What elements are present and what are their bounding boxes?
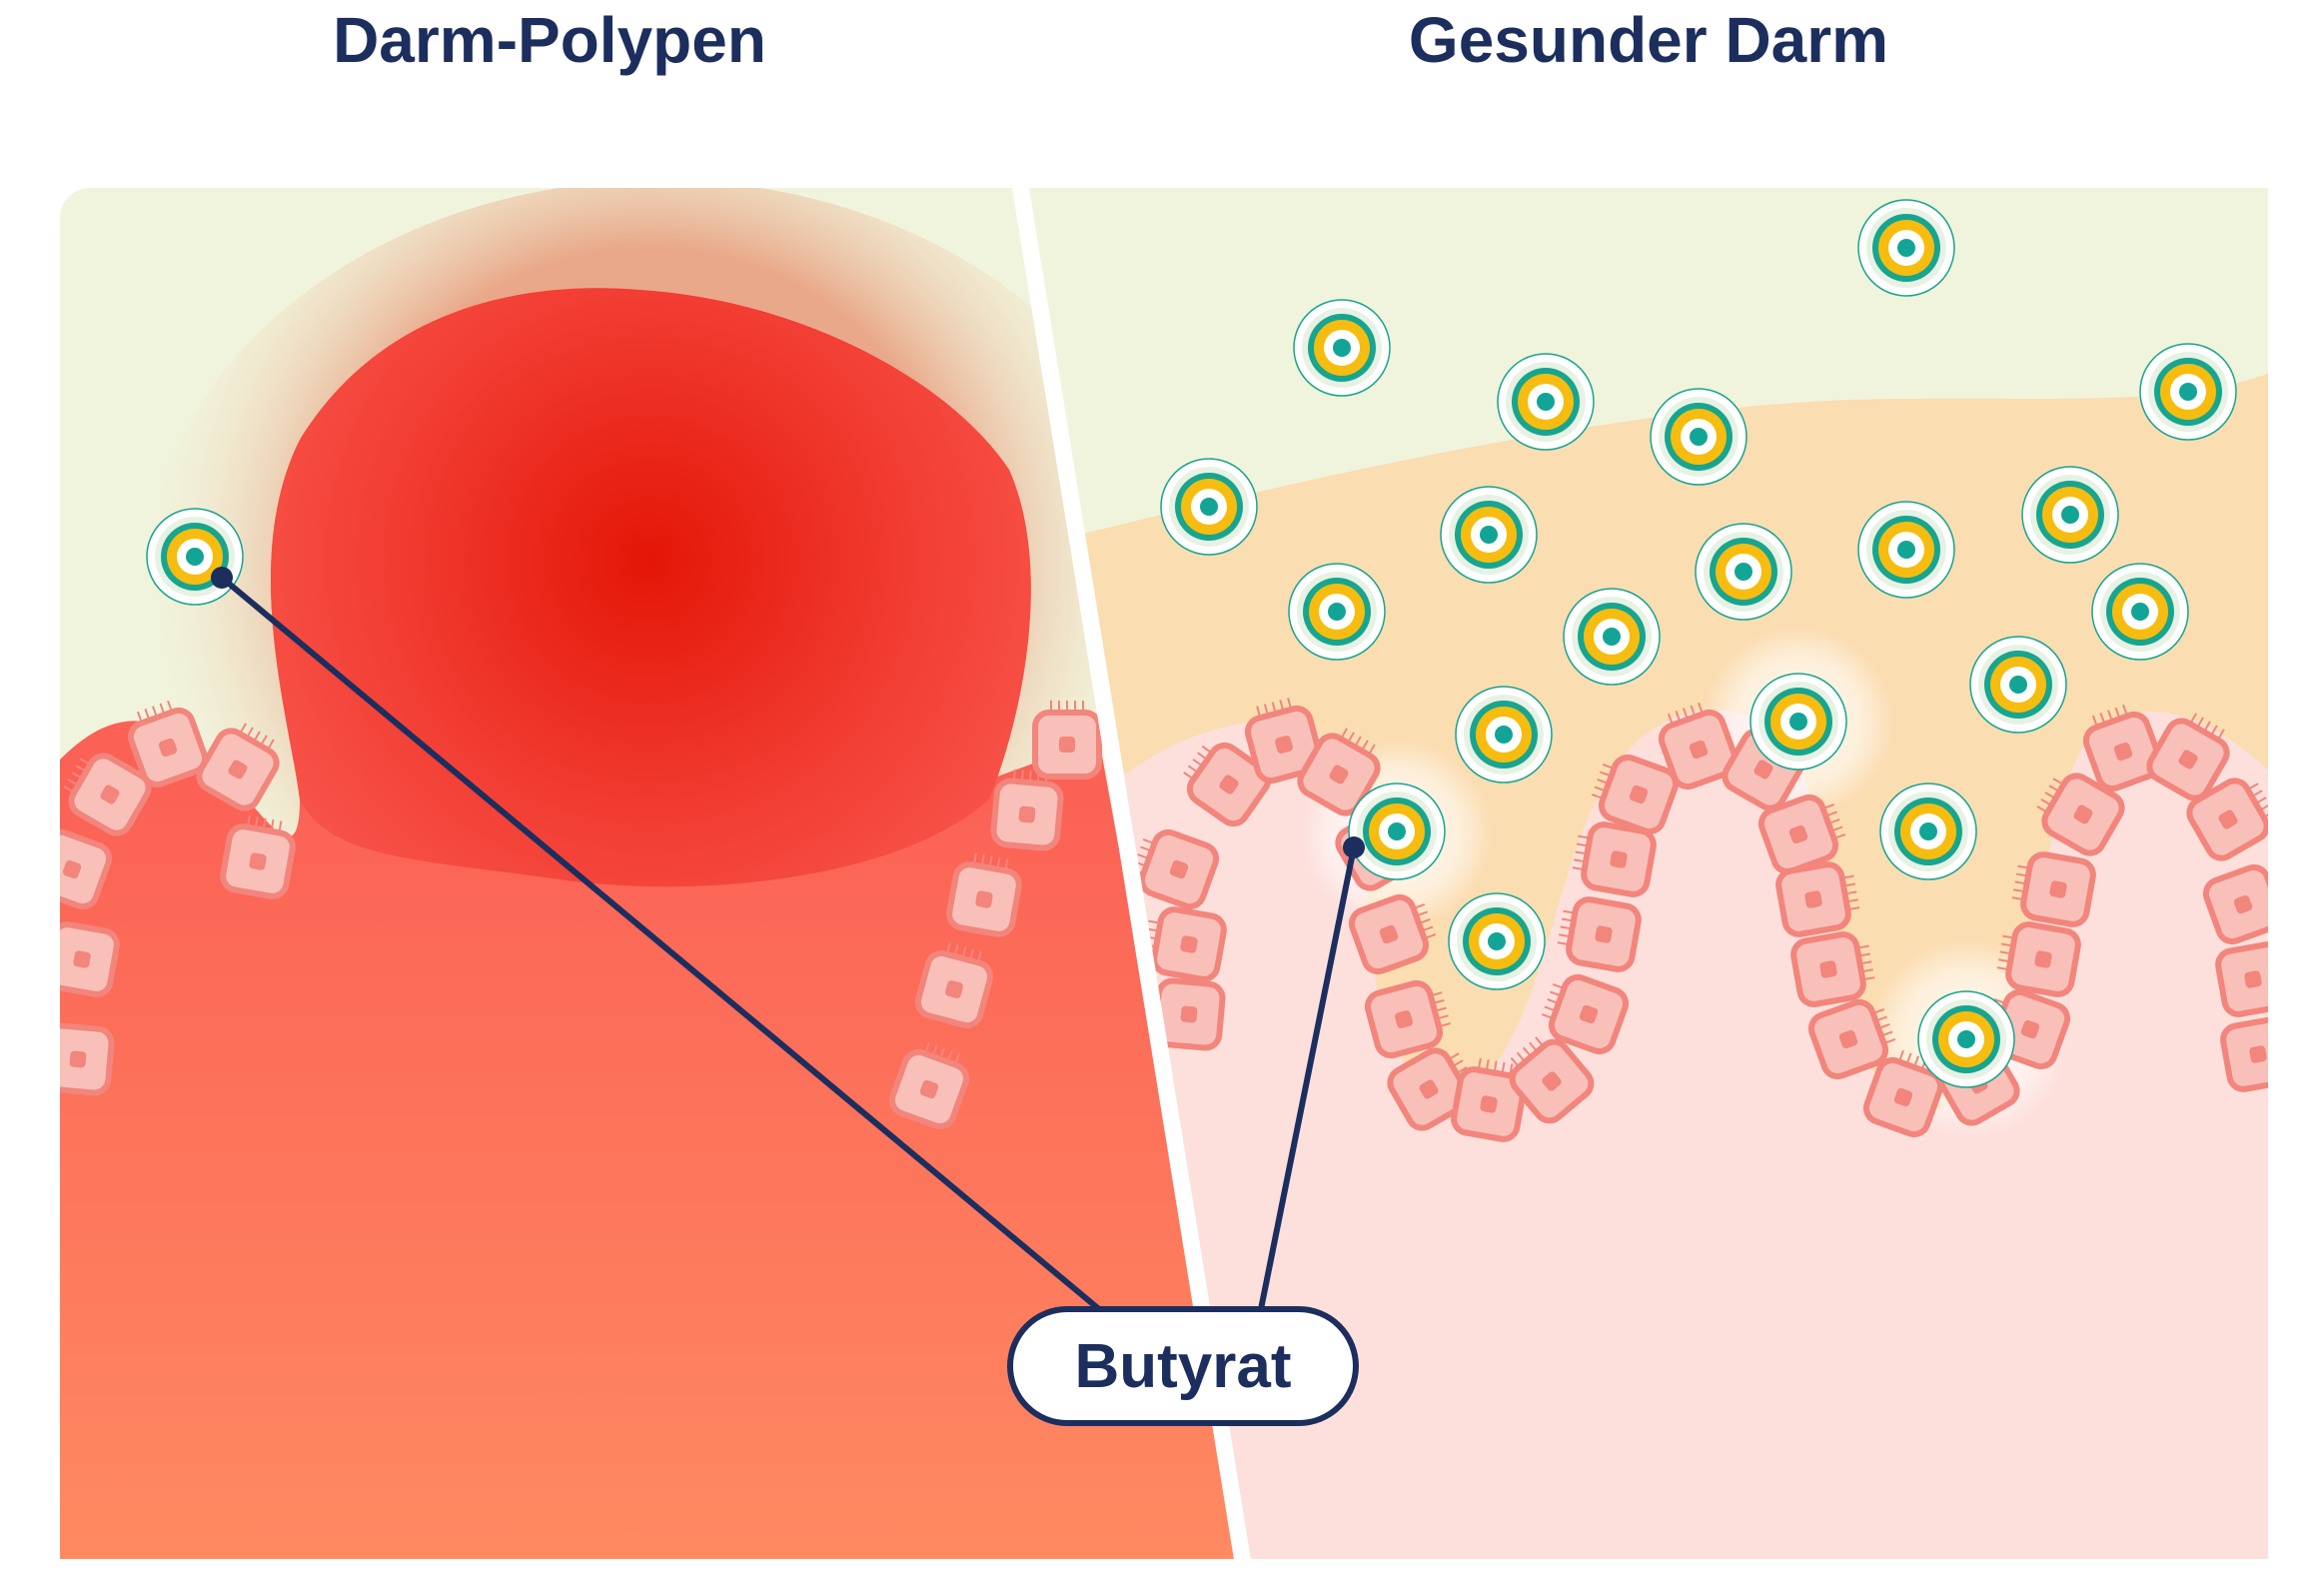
- butyrate-molecule-icon: [1749, 673, 1847, 771]
- epithelial-cell-icon: [1658, 702, 1740, 791]
- butyrate-molecule-icon: [146, 508, 244, 606]
- butyrate-molecule-icon: [1293, 299, 1391, 397]
- epithelial-cell-icon: [2202, 863, 2268, 945]
- epithelial-cell-icon: [1131, 828, 1220, 910]
- epithelial-cell-icon: [990, 769, 1064, 851]
- epithelial-cell-icon: [60, 828, 113, 910]
- butyrate-molecule-icon: [1563, 588, 1661, 686]
- butyrate-label: Butyrat: [1007, 1306, 1359, 1426]
- butyrate-molecule-icon: [1969, 636, 2067, 734]
- left-epithelial-cells: [60, 700, 1102, 1130]
- epithelial-cell-icon: [1509, 1036, 1595, 1124]
- epithelial-cell-icon: [1807, 998, 1896, 1080]
- epithelial-cell-icon: [1757, 793, 1846, 875]
- epithelial-cell-icon: [1348, 893, 1437, 975]
- callout-dot-left: [211, 567, 233, 589]
- butyrate-molecule-icon: [1857, 501, 1955, 599]
- butyrate-molecule-icon: [1348, 783, 1446, 880]
- callout-line-left: [220, 575, 1113, 1322]
- butyrate-callout-lines: [211, 567, 1365, 1322]
- epithelial-cell-icon: [2082, 704, 2164, 792]
- epithelial-cell-icon: [1541, 973, 1630, 1055]
- epithelial-cell-icon: [1297, 728, 1381, 816]
- epithelial-cell-icon: [2146, 713, 2230, 801]
- epithelial-cell-icon: [1183, 742, 1272, 827]
- epithelial-cell-icon: [1775, 861, 1860, 937]
- butyrate-molecule-icon: [1497, 353, 1595, 451]
- left-panel-title: Darm-Polypen: [333, 4, 766, 76]
- epithelial-cell-icon: [2220, 1016, 2268, 1092]
- epithelial-cell-icon: [1591, 754, 1680, 835]
- epithelial-cell-icon: [1996, 921, 2081, 997]
- epithelial-cell-icon: [1862, 1049, 1944, 1138]
- callout-line-right: [1258, 846, 1357, 1310]
- butyrate-molecule-icon: [1440, 486, 1538, 584]
- butyrate-molecule-icon: [2091, 563, 2189, 661]
- epithelial-cell-icon: [2036, 773, 2125, 856]
- butyrate-molecule-icon: [1695, 523, 1792, 621]
- butyrate-molecule-icon: [1448, 892, 1546, 990]
- epithelial-cell-icon: [2215, 941, 2268, 1017]
- epithelial-cell-icon: [888, 1041, 970, 1130]
- right-butyrate-molecules: [1160, 199, 2237, 1088]
- epithelial-cell-icon: [1557, 896, 1642, 972]
- epithelial-cell-icon: [1244, 698, 1324, 785]
- butyrate-molecule-icon: [1917, 990, 2015, 1088]
- butyrate-molecule-icon: [1857, 199, 1955, 297]
- polyp-panel: [60, 188, 1234, 1559]
- epithelial-cell-icon: [196, 723, 280, 811]
- epithelial-cell-icon: [1364, 979, 1451, 1059]
- epithelial-cell-icon: [1142, 906, 1227, 982]
- epithelial-cell-icon: [914, 942, 994, 1029]
- butyrate-molecule-icon: [2021, 466, 2119, 564]
- right-panel-title: Gesunder Darm: [1408, 4, 1889, 76]
- callout-dot-right: [1343, 836, 1365, 858]
- epithelial-cell-icon: [1790, 931, 1875, 1007]
- butyrate-molecule-icon: [1288, 563, 1386, 661]
- epithelial-cell-icon: [127, 700, 209, 789]
- epithelial-cell-icon: [2186, 778, 2268, 861]
- butyrate-molecule-icon: [2139, 343, 2237, 441]
- epithelial-cell-icon: [60, 921, 120, 997]
- panel-divider: [1012, 188, 1251, 1559]
- epithelial-cell-icon: [2011, 851, 2096, 927]
- butyrate-molecule-icon: [1455, 686, 1553, 784]
- epithelial-cell-icon: [220, 814, 296, 899]
- polyp: [270, 288, 1031, 887]
- epithelial-cell-icon: [63, 753, 152, 836]
- butyrate-molecule-icon: [1650, 388, 1747, 486]
- butyrate-molecule-icon: [1160, 458, 1258, 556]
- epithelial-cell-icon: [1451, 1057, 1527, 1142]
- epithelial-cell-icon: [1572, 821, 1657, 897]
- left-butyrate-molecules: [146, 508, 244, 606]
- epithelial-cell-icon: [946, 852, 1022, 937]
- epithelial-cell-icon: [1032, 701, 1102, 780]
- epithelial-cell-icon: [60, 1022, 115, 1096]
- butyrate-molecule-icon: [1879, 783, 1977, 880]
